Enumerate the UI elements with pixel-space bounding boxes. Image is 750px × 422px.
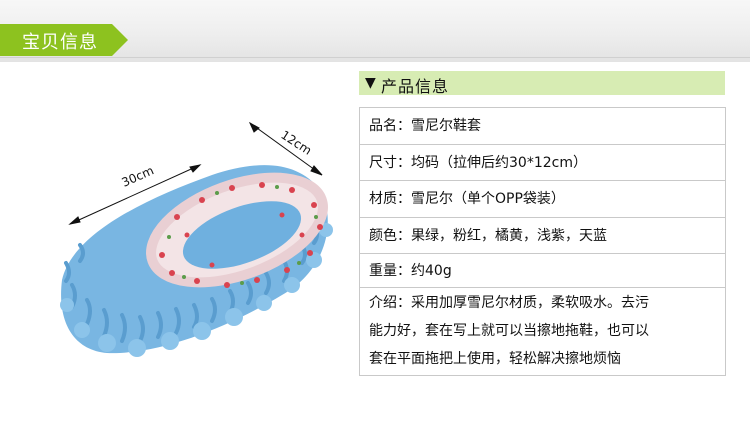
info-row-material: 材质：雪尼尔（单个OPP袋装） — [360, 181, 725, 218]
info-row-name: 品名：雪尼尔鞋套 — [360, 108, 725, 145]
intro-line-3: 套在平面拖把上使用，轻松解决擦地烦恼 — [369, 351, 621, 367]
section-tag-label: 宝贝信息 — [22, 32, 98, 53]
info-row-weight: 重量：约40g — [360, 254, 725, 288]
product-image: 30cm 12cm — [60, 121, 333, 357]
info-row-size: 尺寸：均码（拉伸后约30*12cm） — [360, 145, 725, 181]
product-info-table: 品名：雪尼尔鞋套 尺寸：均码（拉伸后约30*12cm） 材质：雪尼尔（单个OPP… — [359, 107, 726, 376]
dimension-lines — [68, 121, 323, 225]
floral-rim — [146, 172, 328, 288]
header-band — [0, 0, 750, 62]
info-row-intro: 介绍：采用加厚雪尼尔材质，柔软吸水。去污 能力好，套在写上就可以当擦地拖鞋，也可… — [360, 288, 725, 375]
product-info-title: 产品信息 — [381, 77, 450, 96]
dimension-width-label: 12cm — [278, 128, 314, 158]
intro-line-1: 介绍：采用加厚雪尼尔材质，柔软吸水。去污 — [369, 295, 649, 311]
triangle-down-icon: ▼ — [365, 75, 376, 91]
section-tag — [0, 24, 128, 56]
dimension-length-label: 30cm — [120, 163, 156, 189]
product-info-header: ▼ 产品信息 — [359, 71, 725, 96]
info-row-colors: 颜色：果绿，粉红，橘黄，浅紫，天蓝 — [360, 218, 725, 254]
intro-line-2: 能力好，套在写上就可以当擦地拖鞋，也可以 — [369, 323, 649, 339]
header-divider — [0, 57, 750, 58]
